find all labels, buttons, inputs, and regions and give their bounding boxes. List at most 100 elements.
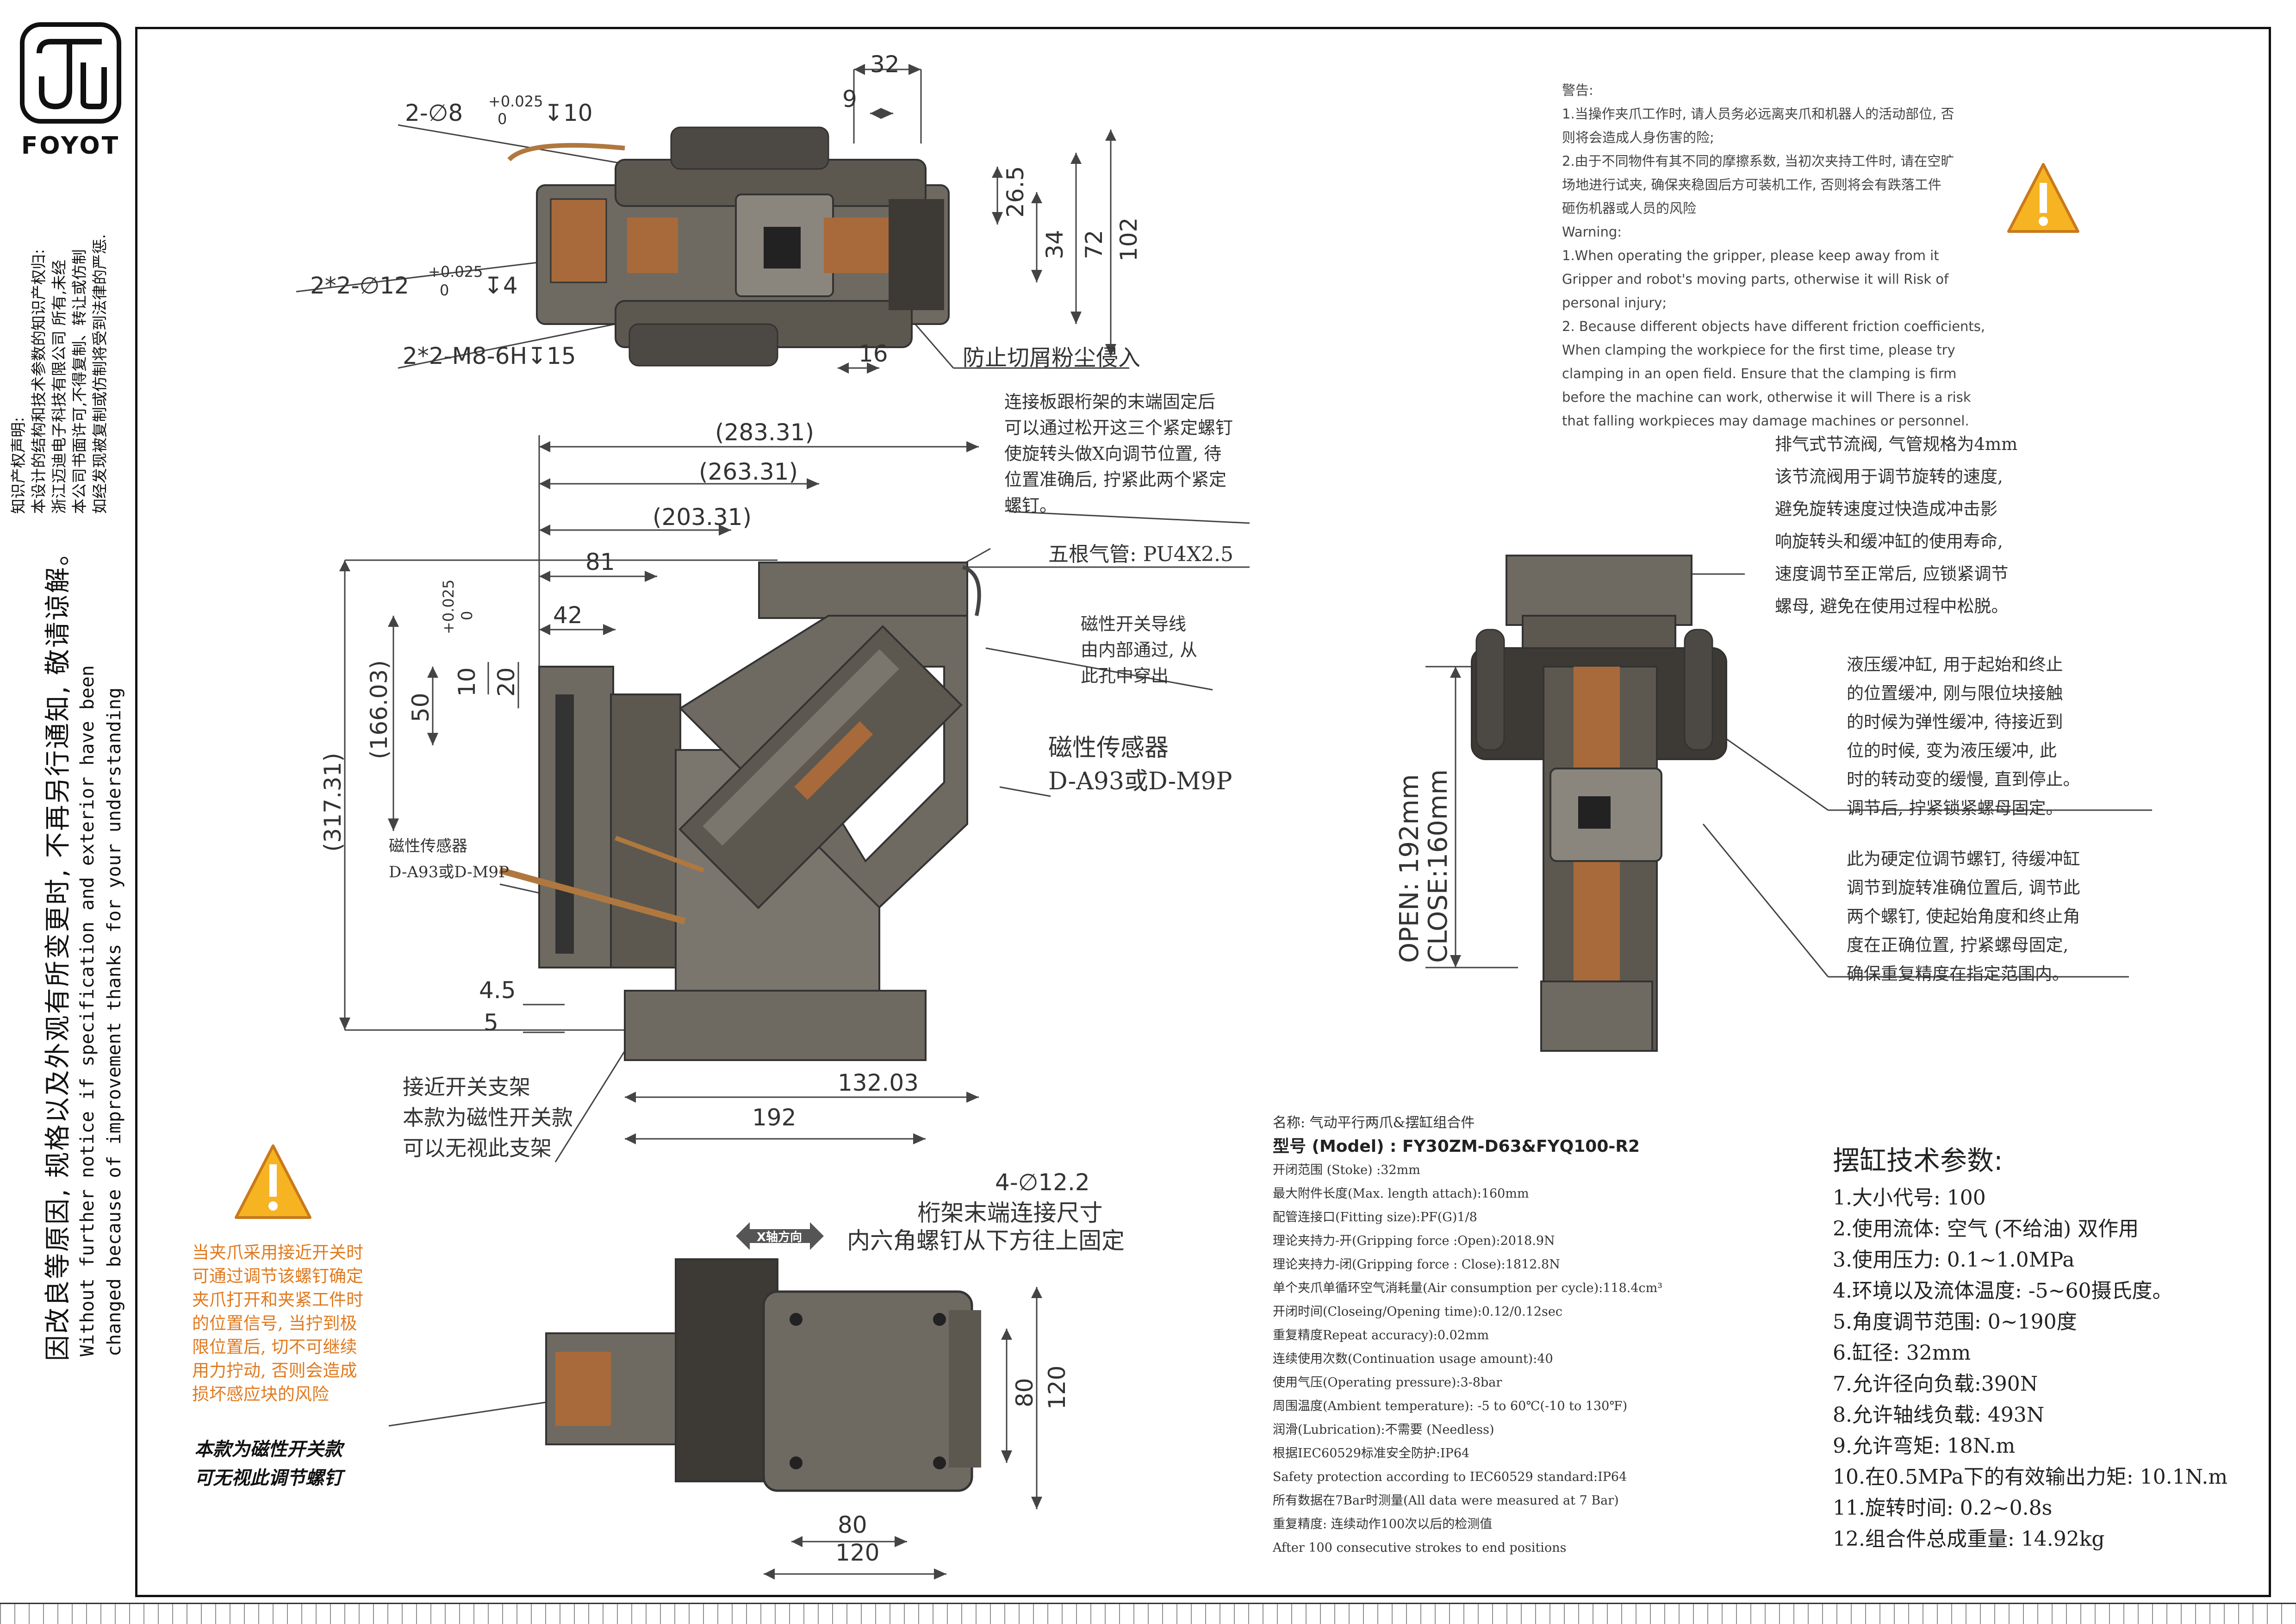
dim-50: 50 [407, 693, 434, 722]
param-row: 8.允许轴线负载: 493N [1833, 1403, 2045, 1427]
param-row: 9.允许弯矩: 18N.m [1833, 1434, 2016, 1458]
warning-line: personal injury; [1562, 295, 1667, 311]
dim-tol-up: +0.025 [488, 93, 543, 110]
note-line: 排气式节流阀, 气管规格为4mm [1775, 434, 2018, 454]
dim-20: 20 [493, 667, 520, 697]
note-line: D-A93或D-M9P [1048, 768, 1232, 795]
dim-72: 72 [1081, 230, 1108, 259]
note-dust: 防止切屑粉尘侵入 [963, 345, 1141, 371]
note-mount: 桁架末端连接尺寸 内六角螺钉从下方往上固定 [847, 1199, 1125, 1255]
note-line: 螺母, 避免在使用过程中松脱。 [1775, 596, 2009, 616]
open-close-range: OPEN: 192mm CLOSE:160mm [1394, 769, 1453, 963]
spec-name: 名称: 气动平行两爪&摆缸组合件 [1273, 1115, 1475, 1131]
param-row: 11.旋转时间: 0.2~0.8s [1833, 1496, 2053, 1520]
note-line: 磁性传感器 [1048, 734, 1169, 762]
close-label: CLOSE:160mm [1423, 769, 1453, 963]
dim-32: 32 [870, 51, 900, 78]
dim-317: (317.31) [319, 753, 346, 852]
note-adjust: 连接板跟桁架的末端固定后 可以通过松开这三个紧定螺钉 使旋转头做X向调节位置, … [1004, 389, 1233, 518]
foyot-logo [20, 22, 121, 124]
open-label: OPEN: 192mm [1394, 774, 1425, 963]
warning-line: 1.当操作夹爪工作时, 请人员务必远离夹爪和机器人的活动部位, 否 [1562, 106, 1954, 122]
warning-line: 可通过调节该螺钉确定 [192, 1266, 363, 1286]
dim-tol-low: 0 [498, 110, 507, 128]
note-line: 避免旋转速度过快造成冲击影 [1775, 499, 1997, 519]
note-line: 速度调节至正常后, 应锁紧调节 [1775, 564, 2009, 584]
note-line: 磁性传感器 [389, 837, 467, 856]
note-line: 位置准确后, 拧紧此两个紧定 [1004, 469, 1227, 490]
warning-line: Gripper and robot's moving parts, otherw… [1562, 271, 1949, 287]
warning-line: 当夹爪采用接近开关时 [192, 1243, 363, 1262]
note-exhaust: 排气式节流阀, 气管规格为4mm 该节流阀用于调节旋转的速度, 避免旋转速度过快… [1775, 428, 2017, 623]
note-line: 可以无视此支架 [403, 1136, 552, 1161]
dim-hole1: 2-∅8 [405, 100, 463, 126]
note-line: 接近开关支架 [403, 1074, 530, 1099]
dim-120h: 120 [835, 1539, 880, 1566]
note-line: 此为硬定位调节螺钉, 待缓冲缸 [1847, 849, 2080, 869]
warning-line: 砸伤机器或人员的风险 [1562, 200, 1697, 216]
note-line: 本款为磁性开关款 [403, 1105, 573, 1130]
dim-132: 132.03 [838, 1069, 919, 1096]
warning-line: 警告: [1562, 82, 1593, 98]
warning-line: that falling workpieces may damage machi… [1562, 413, 1969, 429]
note-line: 可无视此调节螺钉 [194, 1468, 342, 1489]
spec-row: 所有数据在7Bar时测量(All data were measured at 7… [1273, 1493, 1619, 1508]
magnetic-note: 本款为磁性开关款 可无视此调节螺钉 [194, 1435, 342, 1493]
spec-row: 开闭范围 (Stoke) :32mm [1273, 1163, 1420, 1177]
warning-line: 夹爪打开和夹紧工件时 [192, 1290, 363, 1310]
note-air: 五根气管: PU4X2.5 [1048, 543, 1234, 566]
note-line: 时的转动变的缓慢, 直到停止。 [1847, 769, 2080, 789]
note-line: 使旋转头做X向调节位置, 待 [1004, 443, 1222, 464]
front-view-assembly [1471, 555, 1727, 1052]
note-line: 可以通过松开这三个紧定螺钉 [1004, 418, 1233, 438]
note-line: 位的时候, 变为液压缓冲, 此 [1847, 741, 2057, 761]
dim-263: (263.31) [699, 458, 798, 485]
axis-label: X轴方向 [757, 1230, 803, 1244]
side-view-assembly [499, 562, 981, 1061]
warning-line: 2.由于不同物件有其不同的摩擦系数, 当初次夹持工件时, 请在空旷 [1562, 153, 1954, 169]
note-line: 连接板跟桁架的末端固定后 [1004, 392, 1216, 412]
dim-10: 10 [454, 667, 480, 697]
spec-row: 理论夹持力-开(Gripping force :Open):2018.9N [1273, 1234, 1555, 1248]
spec-row: 配管连接口(Fitting size):PF(G)1/8 [1273, 1210, 1477, 1224]
warning-line: before the machine can work, otherwise i… [1562, 389, 1971, 405]
spec-row: 开闭时间(Closeing/Opening time):0.12/0.12sec [1273, 1305, 1562, 1319]
param-row: 1.大小代号: 100 [1833, 1186, 1986, 1210]
note-line: 确保重复精度在指定范围内。 [1847, 964, 2069, 984]
dim-166: (166.03) [366, 660, 392, 759]
drawing-frame [135, 27, 2271, 1597]
dim-192: 192 [752, 1104, 796, 1131]
note-line: 响旋转头和缓冲缸的使用寿命, [1775, 531, 2003, 551]
warning-line: 的位置信号, 当拧到极 [192, 1313, 357, 1333]
spec-row: 周围温度(Ambient temperature): -5 to 60℃(-10… [1273, 1399, 1628, 1413]
dim-120v: 120 [1044, 1365, 1070, 1410]
spec-model: 型号 (Model) : FY30ZM-D63&FYQ100-R2 [1273, 1137, 1640, 1156]
warning-line: When clamping the workpiece for the firs… [1562, 342, 1955, 358]
warning-line: 2. Because different objects have differ… [1562, 319, 1985, 334]
dim-holes: 4-∅12.2 [995, 1169, 1090, 1196]
spec-row: 单个夹爪单循环空气消耗量(Air consumption per cycle):… [1273, 1281, 1663, 1295]
dim-thread: 2*2-M8-6H↧15 [403, 343, 576, 369]
param-row: 7.允许径向负载:390N [1833, 1372, 2038, 1396]
dim-4-5: 4.5 [479, 977, 516, 1004]
spec-row: After 100 consecutive strokes to end pos… [1273, 1541, 1567, 1555]
params-title: 摆缸技术参数: [1833, 1145, 2003, 1176]
note-hydraulic: 液压缓冲缸, 用于起始和终止 的位置缓冲, 刚与限位块接触 的时候为弹性缓冲, … [1847, 650, 2080, 823]
swing-cylinder-params: 摆缸技术参数: 1.大小代号: 100 2.使用流体: 空气 (不给油) 双作用… [1833, 1139, 2249, 1555]
spec-row: 连续使用次数(Continuation usage amount):40 [1273, 1352, 1553, 1366]
warning-line: 1.When operating the gripper, please kee… [1562, 248, 1939, 263]
warning-line: clamping in an open field. Ensure that t… [1562, 366, 1957, 381]
dim-283: (283.31) [715, 419, 814, 446]
warning-line: Warning: [1562, 224, 1622, 240]
note-bracket: 接近开关支架 本款为磁性开关款 可以无视此支架 [403, 1072, 573, 1163]
note-sensor-small: 磁性传感器 D-A93或D-M9P [389, 833, 509, 885]
note-line: 桁架末端连接尺寸 [917, 1199, 1103, 1226]
scale-ruler-line [0, 1603, 2296, 1609]
note-line: 调节后, 拧紧锁紧螺母固定。 [1847, 798, 2063, 818]
note-line: 液压缓冲缸, 用于起始和终止 [1847, 655, 2063, 675]
param-row: 12.组合件总成重量: 14.92kg [1833, 1527, 2105, 1551]
dim-depth2: ↧4 [484, 272, 518, 299]
warning-block: 警告: 1.当操作夹爪工作时, 请人员务必远离夹爪和机器人的活动部位, 否 则将… [1562, 79, 2034, 433]
warning-line: 场地进行试夹, 确保夹稳固后方可装机工作, 否则将会有跌落工件 [1562, 177, 1941, 193]
